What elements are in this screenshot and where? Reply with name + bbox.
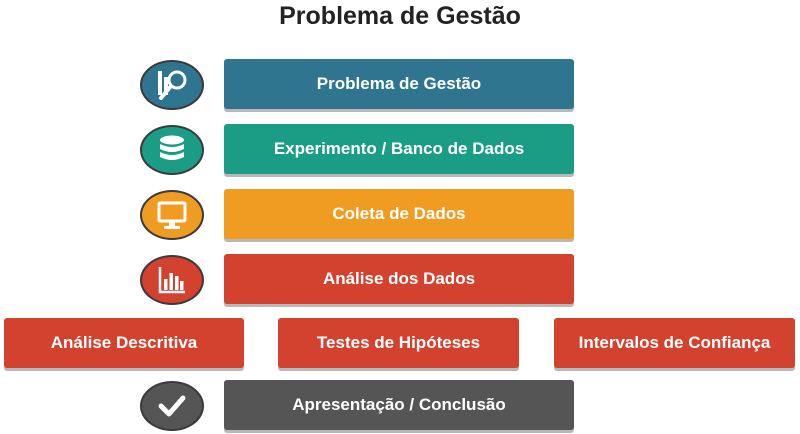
step-label: Problema de Gestão bbox=[316, 74, 482, 93]
analise-descritiva-box: Análise Descritiva bbox=[4, 318, 244, 368]
step-apresentacao-conclusao: Apresentação / Conclusão bbox=[224, 380, 574, 430]
step-label: Coleta de Dados bbox=[332, 204, 466, 223]
step-experimento-banco-de-dados: Experimento / Banco de Dados bbox=[224, 124, 574, 174]
diagram-title: Problema de Gestão bbox=[279, 2, 521, 30]
step-label: Experimento / Banco de Dados bbox=[273, 139, 525, 158]
testes-de-hipoteses-box: Testes de Hipóteses bbox=[278, 318, 519, 368]
step-coleta-de-dados: Coleta de Dados bbox=[224, 189, 574, 239]
analysis-label: Intervalos de Confiança bbox=[578, 333, 771, 352]
search-chart-icon bbox=[140, 60, 204, 110]
database-icon bbox=[140, 125, 204, 175]
analysis-label: Análise Descritiva bbox=[50, 333, 198, 352]
monitor-icon bbox=[140, 190, 204, 240]
analysis-label: Testes de Hipóteses bbox=[316, 333, 481, 352]
bar-chart-icon bbox=[140, 255, 204, 305]
checkmark-icon bbox=[140, 381, 204, 431]
step-analise-dos-dados: Análise dos Dados bbox=[224, 254, 574, 304]
step-label: Apresentação / Conclusão bbox=[292, 395, 506, 414]
step-problema-de-gestao: Problema de Gestão bbox=[224, 59, 574, 109]
step-label: Análise dos Dados bbox=[322, 269, 476, 288]
intervalos-de-confianca-box: Intervalos de Confiança bbox=[554, 318, 795, 368]
